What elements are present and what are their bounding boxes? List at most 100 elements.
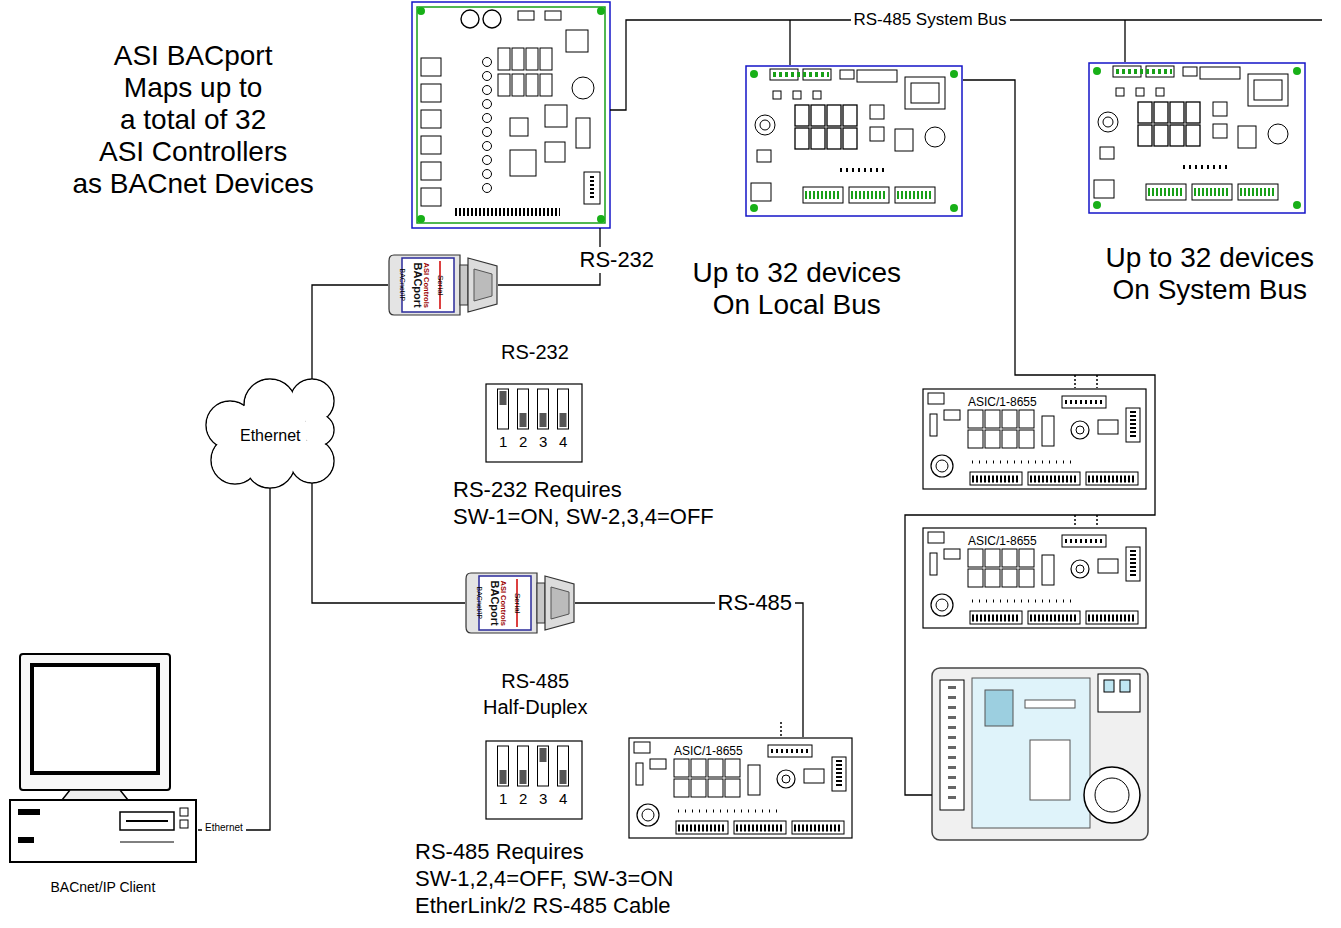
dip-switch-knob xyxy=(560,413,567,427)
text-line: On Local Bus xyxy=(693,289,902,321)
text-line: On System Bus xyxy=(1106,274,1315,306)
dip-switch-knob xyxy=(520,770,527,784)
main-controller-board xyxy=(584,172,600,204)
main-controller-board xyxy=(498,74,510,96)
system-bus-board xyxy=(1089,63,1305,213)
text-line: as BACnet Devices xyxy=(73,168,314,200)
dip-switch-block-outline xyxy=(486,741,582,819)
main-controller-board xyxy=(597,7,605,15)
main-controller-board xyxy=(498,48,510,70)
room-controller-unit xyxy=(1104,680,1114,692)
device-label: BACnet/IP xyxy=(397,269,407,302)
client-label: BACnet/IP Client xyxy=(51,879,156,896)
text-line: RS-485 Requires xyxy=(415,838,673,865)
text-slot: RS-485 Requires SW-1,2,4=OFF, SW-3=ON Et… xyxy=(415,838,673,919)
bacnet-client-computer: BACnet/IP Client xyxy=(8,652,198,897)
text-line: a total of 32 xyxy=(73,104,314,136)
main-controller-board xyxy=(566,30,588,52)
ethernet-cloud: Ethernet xyxy=(200,375,335,490)
dip-switch-block-shape xyxy=(485,740,583,820)
bus-wire xyxy=(610,20,1322,110)
bus-tap xyxy=(780,722,782,737)
text-slot: ASI BACport Maps up to a total of 32 ASI… xyxy=(73,40,314,200)
dip-switch-knob xyxy=(560,770,567,784)
device-label: BACport xyxy=(488,581,501,626)
dip-switch-block-shape xyxy=(485,383,583,463)
dip-switch-body xyxy=(558,389,569,429)
device-label: Serial xyxy=(512,593,522,613)
text-slot: Serial xyxy=(434,275,452,295)
text-slot: BACnet/IP xyxy=(473,587,491,620)
dip-switch-block: 1234 xyxy=(485,383,583,463)
asic-controller-outline xyxy=(923,528,1146,628)
main-controller-board xyxy=(483,170,492,179)
text-line: EtherLink/2 RS-485 Cable xyxy=(415,892,673,919)
dip-switch xyxy=(558,389,569,429)
bacport-gateway-outline xyxy=(466,573,574,633)
main-controller-board xyxy=(417,215,425,223)
switch-number: 1 xyxy=(499,433,507,451)
asic-controller: ASIC/1-8655 xyxy=(628,737,853,839)
room-controller-unit xyxy=(932,668,1148,840)
text-slot: 2 xyxy=(519,433,527,451)
dip-switch-block: 1234 xyxy=(485,740,583,820)
bus-label: RS-485 System Bus xyxy=(851,10,1010,30)
text-slot: ASIC/1-8655 xyxy=(674,741,743,759)
text-line: ASI Controllers xyxy=(73,136,314,168)
text-slot: 2 xyxy=(519,790,527,808)
text-slot: 4 xyxy=(559,433,567,451)
bacport-gateway-outline xyxy=(389,255,497,315)
text-slot: ASIC/1-8655 xyxy=(968,531,1037,549)
rotated-label-panel: ASI ControlsBACportBACnet/IPSerial xyxy=(479,576,531,630)
device-label: BACport xyxy=(411,263,424,308)
main-controller-board xyxy=(412,2,610,228)
main-controller-board xyxy=(483,100,492,109)
text-line: SW-1=ON, SW-2,3,4=OFF xyxy=(453,503,714,530)
text-slot: RS-485 Half-Duplex xyxy=(483,668,587,720)
switch-note: RS-232 Requires SW-1=ON, SW-2,3,4=OFF xyxy=(453,476,714,530)
main-controller-board xyxy=(540,74,552,96)
main-controller-board xyxy=(417,7,425,15)
dip-switch-block-outline xyxy=(486,384,582,462)
dip-switch-knob xyxy=(540,748,547,762)
text-slot: RS-232 xyxy=(501,340,569,364)
asic-controller: ASIC/1-8655 xyxy=(922,527,1147,629)
text-slot: 3 xyxy=(539,433,547,451)
main-controller-board xyxy=(483,184,492,193)
asic-controller: ASIC/1-8655 xyxy=(922,388,1147,490)
text-line: Up to 32 devices xyxy=(1106,242,1315,274)
main-controller-board xyxy=(597,215,605,223)
dip-switch xyxy=(538,746,549,786)
cable-label: RS-232 xyxy=(577,247,658,273)
text-slot: RS-232 Requires SW-1=ON, SW-2,3,4=OFF xyxy=(453,476,714,530)
dip-switch-knob xyxy=(520,413,527,427)
text-slot: BACport xyxy=(410,263,428,308)
text-slot: ASIC/1-8655 xyxy=(968,392,1037,410)
bus-wire xyxy=(498,20,1322,795)
text-slot: 1 xyxy=(499,433,507,451)
asic-controller-outline xyxy=(629,738,852,838)
text-line: RS-485 xyxy=(483,668,587,694)
connector xyxy=(198,488,270,830)
main-controller-board xyxy=(526,74,538,96)
dip-switch-knob xyxy=(500,391,507,405)
main-controller-board xyxy=(483,86,492,95)
room-controller-unit xyxy=(1120,680,1130,692)
switch-number: 4 xyxy=(559,433,567,451)
text-line: ASI BACport xyxy=(73,40,314,72)
text-slot: 3 xyxy=(539,790,547,808)
dip-switch xyxy=(518,746,529,786)
text-slot: 4 xyxy=(559,790,567,808)
board-model: ASIC/1-8655 xyxy=(674,744,743,758)
main-controller-board xyxy=(421,58,441,76)
bus-tap xyxy=(1074,515,1076,527)
capacity-note: Up to 32 devices On System Bus xyxy=(1106,242,1315,306)
main-controller-board xyxy=(421,188,441,206)
main-controller-board xyxy=(483,114,492,123)
main-controller-board xyxy=(510,150,536,176)
main-controller-board xyxy=(512,48,524,70)
text-line: Up to 32 devices xyxy=(693,257,902,289)
dip-switch-body xyxy=(558,746,569,786)
